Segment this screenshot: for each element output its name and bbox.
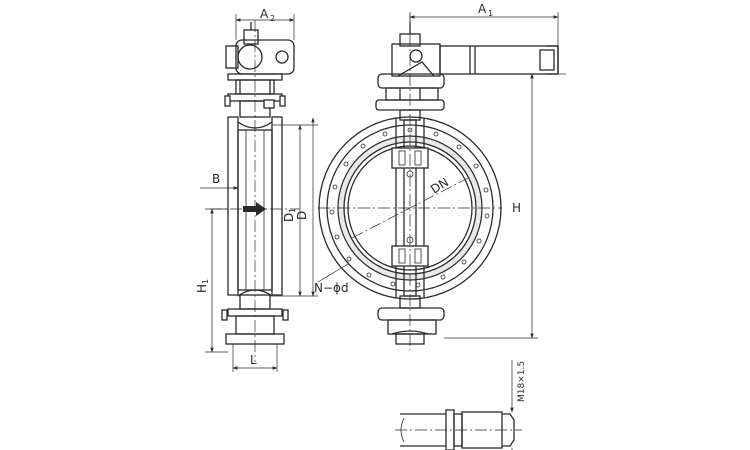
label-l: L: [250, 353, 257, 367]
label-a2: A: [260, 7, 269, 21]
label-d1-sub: 1: [288, 208, 297, 213]
side-view: [210, 20, 300, 362]
bolt-holes: [329, 127, 490, 288]
shaft-detail: M18×1.5: [395, 360, 527, 450]
label-d1: D: [282, 213, 296, 222]
label-b: B: [212, 172, 220, 186]
label-a1-sub: 1: [488, 9, 493, 18]
label-a1: A: [478, 2, 487, 16]
label-n-phi-d: N−ϕd: [314, 281, 349, 295]
label-d: D: [295, 211, 309, 220]
label-a2-sub: 2: [270, 14, 275, 23]
label-h1: H: [195, 284, 209, 293]
label-h1-sub: 1: [201, 279, 210, 284]
label-h: H: [512, 201, 521, 215]
side-view-dimensions: A 2 B D 1 D H 1 L: [195, 7, 318, 372]
front-view: [318, 14, 559, 350]
label-thread: M18×1.5: [517, 361, 527, 402]
